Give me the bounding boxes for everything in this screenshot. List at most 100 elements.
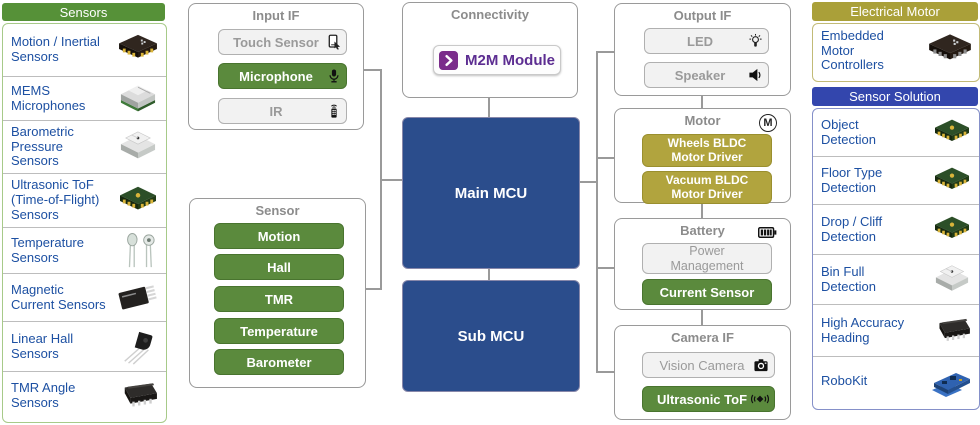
item-bin-full-detection[interactable]: Bin Full Detection [813, 255, 979, 305]
touch-sensor-label: Touch Sensor [233, 34, 319, 50]
sensor-item-mems-microphones[interactable]: MEMS Microphones [3, 77, 166, 121]
robokit-board-image [932, 372, 970, 397]
vacuum-bldc-driver-button[interactable]: Vacuum BLDC Motor Driver [642, 171, 772, 204]
motor-title: Motor [684, 113, 721, 128]
tmr-button[interactable]: TMR [214, 286, 344, 312]
connector-sensor-bus [366, 288, 381, 290]
sensor-item-linear-hall[interactable]: Linear Hall Sensors [3, 322, 166, 372]
connector-mainmcu-submcu [488, 266, 490, 281]
speaker-button[interactable]: Speaker [644, 62, 769, 88]
item-robokit[interactable]: RoboKit [813, 357, 979, 406]
connector-bus-battery [597, 267, 615, 269]
battery-title: Battery [680, 223, 725, 238]
temperature-button[interactable]: Temperature [214, 318, 344, 344]
connectivity-group: Connectivity M2M Module [402, 2, 578, 98]
floor-type-chip-image [935, 167, 969, 189]
connector-inputif-bus [363, 69, 381, 71]
motor-controller-chip-image [929, 34, 971, 60]
item-label: Floor Type Detection [821, 164, 883, 195]
m2m-chevron-icon [439, 50, 458, 70]
magnetic-current-chip-image [118, 284, 157, 309]
sensor-item-magnetic-current[interactable]: Magnetic Current Sensors [3, 274, 166, 322]
ir-label: IR [269, 103, 283, 119]
current-sensor-label: Current Sensor [659, 284, 755, 300]
vision-camera-button[interactable]: Vision Camera [642, 352, 775, 378]
temperature-sensor-image [127, 232, 155, 267]
led-label: LED [687, 33, 713, 49]
item-label: High Accuracy Heading [821, 314, 905, 345]
object-detection-chip-image [935, 119, 969, 141]
item-embedded-motor-controllers[interactable]: Embedded Motor Controllers [813, 24, 979, 78]
item-high-accuracy-heading[interactable]: High Accuracy Heading [813, 305, 979, 357]
m2m-module-button[interactable]: M2M Module [433, 45, 561, 75]
motor-m-icon: M [759, 114, 777, 132]
sensor-group: Sensor Motion Hall TMR Temperature Barom… [189, 198, 366, 388]
connector-battery-cameraif [701, 309, 703, 326]
electrical-motor-header: Electrical Motor [812, 2, 978, 21]
camera-if-title: Camera IF [671, 330, 734, 345]
sensor-group-title: Sensor [255, 203, 300, 218]
sensor-solution-header-label: Sensor Solution [849, 89, 941, 104]
connector-bus-cameraif [597, 371, 615, 373]
input-if-group: Input IF Touch Sensor Microphone IR [188, 3, 364, 130]
battery-group: Battery Power Management Current Sensor [614, 218, 791, 310]
item-label: Bin Full Detection [821, 263, 876, 294]
ir-button[interactable]: IR [218, 98, 347, 124]
item-label: Embedded Motor Controllers [821, 27, 884, 73]
touch-sensor-button[interactable]: Touch Sensor [218, 29, 347, 55]
microphone-button[interactable]: Microphone [218, 63, 347, 89]
connector-mainmcu-right-bus [577, 181, 597, 183]
battery-icon [757, 226, 777, 239]
motion-button[interactable]: Motion [214, 223, 344, 249]
item-floor-type-detection[interactable]: Floor Type Detection [813, 157, 979, 205]
input-if-title: Input IF [252, 8, 300, 23]
speaker-icon [748, 68, 763, 83]
bin-full-chip-image [935, 264, 969, 291]
sensors-panel: Motion / Inertial Sensors MEMS Microphon… [2, 23, 167, 423]
sensor-item-motion-inertial[interactable]: Motion / Inertial Sensors [3, 24, 166, 77]
barometer-label: Barometer [246, 354, 312, 370]
connector-connectivity-mainmcu [488, 97, 490, 118]
output-if-title: Output IF [673, 8, 732, 23]
sensor-solution-header: Sensor Solution [812, 87, 978, 106]
sensor-item-label: MEMS Microphones [11, 82, 86, 113]
ultrasonic-tof-button[interactable]: Ultrasonic ToF [642, 386, 775, 412]
hall-label: Hall [267, 259, 291, 275]
touch-icon [326, 34, 341, 50]
wheels-bldc-label: Wheels BLDC Motor Driver [667, 135, 747, 164]
connector-outputif-motor [701, 95, 703, 109]
hall-button[interactable]: Hall [214, 254, 344, 280]
speaker-label: Speaker [674, 67, 726, 83]
drop-cliff-chip-image [935, 216, 969, 238]
high-accuracy-heading-chip-image [939, 318, 970, 341]
sensor-item-label: Motion / Inertial Sensors [11, 34, 100, 64]
barometer-button[interactable]: Barometer [214, 349, 344, 375]
led-button[interactable]: LED [644, 28, 769, 54]
output-if-group: Output IF LED Speaker [614, 3, 791, 96]
sensor-item-temperature[interactable]: Temperature Sensors [3, 228, 166, 274]
sub-mcu-block: Sub MCU [402, 280, 580, 392]
sensor-item-label: Ultrasonic ToF (Time-of-Flight) Sensors [11, 177, 100, 222]
vacuum-bldc-label: Vacuum BLDC Motor Driver [665, 172, 749, 201]
item-object-detection[interactable]: Object Detection [813, 109, 979, 157]
current-sensor-button[interactable]: Current Sensor [642, 279, 772, 305]
sensor-item-ultrasonic-tof[interactable]: Ultrasonic ToF (Time-of-Flight) Sensors [3, 174, 166, 228]
sensor-item-barometric-pressure[interactable]: Barometric Pressure Sensors [3, 121, 166, 174]
wheels-bldc-driver-button[interactable]: Wheels BLDC Motor Driver [642, 134, 772, 167]
barometric-pressure-chip-image [120, 131, 156, 159]
sensor-item-tmr-angle[interactable]: TMR Angle Sensors [3, 372, 166, 420]
connector-bus-outputif [597, 51, 615, 53]
sensor-item-label: Magnetic Current Sensors [11, 281, 106, 312]
mems-microphone-chip-image [120, 85, 156, 111]
power-management-button[interactable]: Power Management [642, 243, 772, 274]
item-drop-cliff-detection[interactable]: Drop / Cliff Detection [813, 205, 979, 255]
ultrasonic-wave-icon [751, 392, 769, 406]
connector-bus-motor [597, 157, 615, 159]
electrical-motor-header-label: Electrical Motor [850, 4, 940, 19]
linear-hall-package-image [124, 331, 153, 365]
sensor-item-label: Temperature Sensors [11, 234, 84, 265]
tmr-label: TMR [264, 291, 294, 307]
motion-inertial-chip-image [119, 34, 157, 58]
camera-icon [753, 358, 769, 373]
